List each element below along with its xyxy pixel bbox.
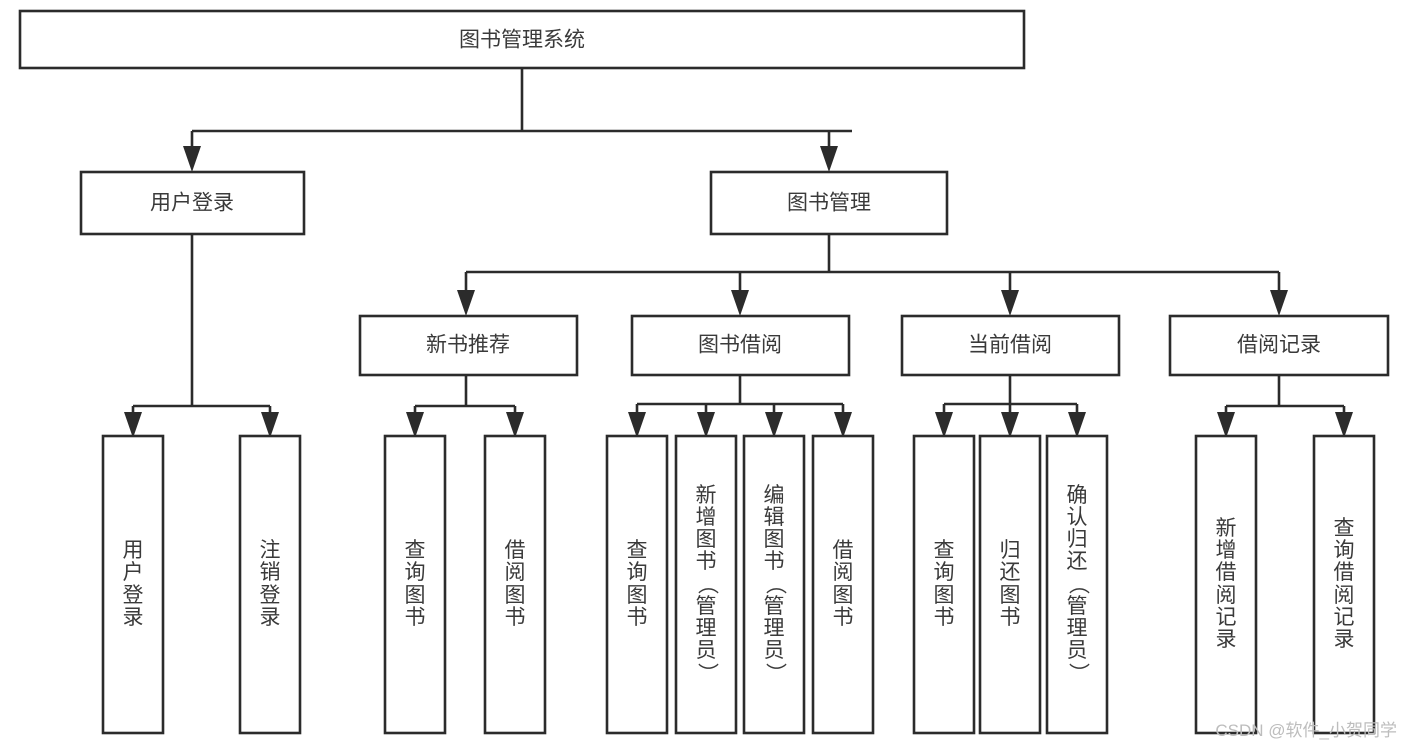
arrow-head-leaf-query-book-2 xyxy=(628,412,646,438)
node-leaf-user-login[interactable] xyxy=(101,434,165,735)
connector-group-current-borrow xyxy=(935,375,1086,438)
node-leaf-query-book-1[interactable] xyxy=(383,434,447,735)
node-user-login-label: 用户登录 xyxy=(150,192,234,215)
arrow-head-new-book-recommend xyxy=(457,290,475,316)
node-root-label: 图书管理系统 xyxy=(459,29,585,52)
node-borrow-record-label: 借阅记录 xyxy=(1237,334,1321,357)
node-leaf-query-book-2[interactable] xyxy=(605,434,669,735)
arrow-head-leaf-query-record xyxy=(1335,412,1353,438)
node-leaf-confirm-return[interactable] xyxy=(1045,434,1109,735)
node-book-management[interactable] xyxy=(709,170,949,236)
node-current-borrow-label: 当前借阅 xyxy=(968,334,1052,357)
arrow-head-borrow-record xyxy=(1270,290,1288,316)
connector-group-book-borrow xyxy=(628,375,852,438)
arrow-head-book-management xyxy=(820,146,838,172)
arrow-head-leaf-borrow-book-2 xyxy=(834,412,852,438)
node-current-borrow[interactable] xyxy=(900,314,1121,377)
arrow-head-leaf-return-book xyxy=(1001,412,1019,438)
connector-group-root xyxy=(183,68,852,172)
node-leaf-borrow-book-1[interactable] xyxy=(483,434,547,735)
arrow-head-leaf-query-book-3 xyxy=(935,412,953,438)
arrow-head-leaf-edit-book xyxy=(765,412,783,438)
arrow-head-leaf-logout-login xyxy=(261,412,279,438)
node-leaf-add-book[interactable] xyxy=(674,434,738,735)
arrow-head-leaf-user-login xyxy=(124,412,142,438)
node-leaf-query-record[interactable] xyxy=(1312,434,1376,735)
node-leaf-add-record[interactable] xyxy=(1194,434,1258,735)
arrow-head-user-login xyxy=(183,146,201,172)
connector-group-book-management xyxy=(457,234,1288,316)
node-leaf-query-book-3[interactable] xyxy=(912,434,976,735)
arrow-head-leaf-borrow-book-1 xyxy=(506,412,524,438)
node-book-borrow[interactable] xyxy=(630,314,851,377)
connector-group-borrow-record xyxy=(1217,375,1353,438)
node-leaf-borrow-book-2[interactable] xyxy=(811,434,875,735)
node-new-book-recommend[interactable] xyxy=(358,314,579,377)
arrow-head-leaf-confirm-return xyxy=(1068,412,1086,438)
node-user-login[interactable] xyxy=(79,170,306,236)
connector-group-user-login xyxy=(124,234,279,438)
node-book-borrow-label: 图书借阅 xyxy=(698,334,782,357)
node-leaf-logout-login[interactable] xyxy=(238,434,302,735)
arrow-head-leaf-add-book xyxy=(697,412,715,438)
node-leaf-return-book[interactable] xyxy=(978,434,1042,735)
arrow-head-leaf-add-record xyxy=(1217,412,1235,438)
node-book-management-label: 图书管理 xyxy=(787,192,871,215)
node-leaf-edit-book[interactable] xyxy=(742,434,806,735)
node-borrow-record[interactable] xyxy=(1168,314,1390,377)
arrow-head-leaf-query-book-1 xyxy=(406,412,424,438)
arrow-head-current-borrow xyxy=(1001,290,1019,316)
connector-group-new-book-recommend xyxy=(406,375,524,438)
node-root[interactable] xyxy=(18,9,1026,70)
node-new-book-recommend-label: 新书推荐 xyxy=(426,334,510,357)
arrow-head-book-borrow xyxy=(731,290,749,316)
